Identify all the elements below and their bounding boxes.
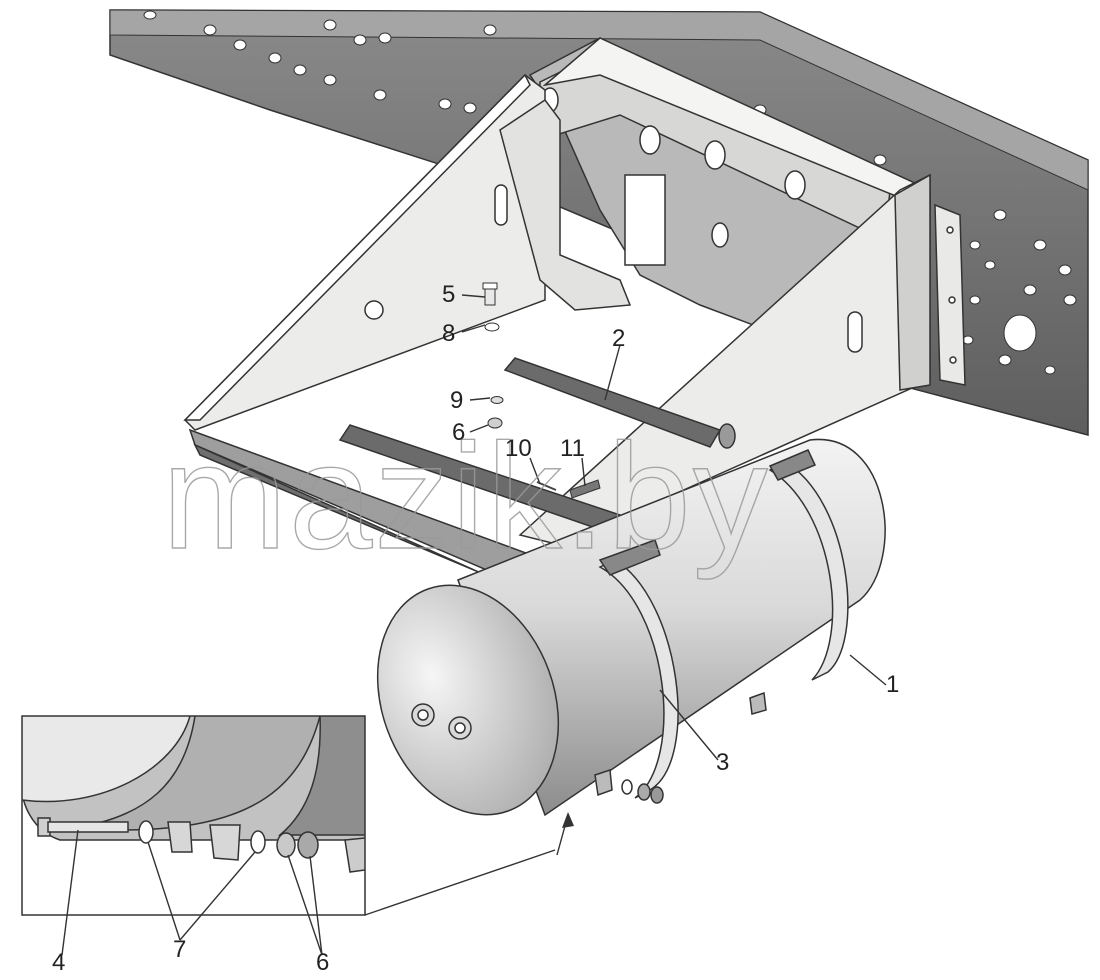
bracket-hole	[711, 222, 729, 248]
nut-6	[297, 831, 319, 859]
tank-strap-3	[768, 461, 849, 681]
callout-6b: 6	[316, 949, 329, 976]
detail-pointer-arrow	[364, 812, 574, 916]
watermark: mazik.by	[162, 412, 770, 580]
callout-3: 3	[716, 749, 729, 776]
callout-5: 5	[442, 281, 455, 308]
callout-2: 2	[612, 325, 625, 352]
washer-7	[138, 820, 154, 844]
long-bolt-4	[37, 817, 129, 837]
air-tank	[376, 438, 886, 817]
detail-inset	[21, 715, 366, 916]
callout-6a: 6	[452, 419, 465, 446]
tank-end-cap	[376, 584, 560, 816]
callout-8: 8	[442, 320, 455, 347]
washer-9	[490, 396, 504, 404]
bracket-hole	[704, 140, 726, 170]
nut-6	[276, 832, 296, 858]
clip-11	[569, 479, 601, 499]
bracket-hole	[718, 423, 736, 449]
callout-1: 1	[886, 671, 899, 698]
bracket-hole	[784, 170, 806, 200]
callout-7: 7	[173, 936, 186, 963]
callout-10: 10	[505, 435, 532, 462]
callout-11: 11	[560, 435, 585, 462]
bolt-5	[482, 282, 498, 306]
callout-9: 9	[450, 387, 463, 414]
washer-8	[484, 322, 500, 332]
bracket-assembly	[183, 37, 966, 601]
washer-7	[250, 830, 266, 854]
callout-labels: 1 2 3 4 5 6 6 7 8 9 10 11	[52, 281, 899, 976]
bracket-hole	[364, 300, 384, 320]
leader-lines	[61, 294, 887, 956]
bracket-hole	[639, 125, 661, 155]
nut-6-top	[487, 417, 503, 429]
callout-4: 4	[52, 949, 65, 976]
